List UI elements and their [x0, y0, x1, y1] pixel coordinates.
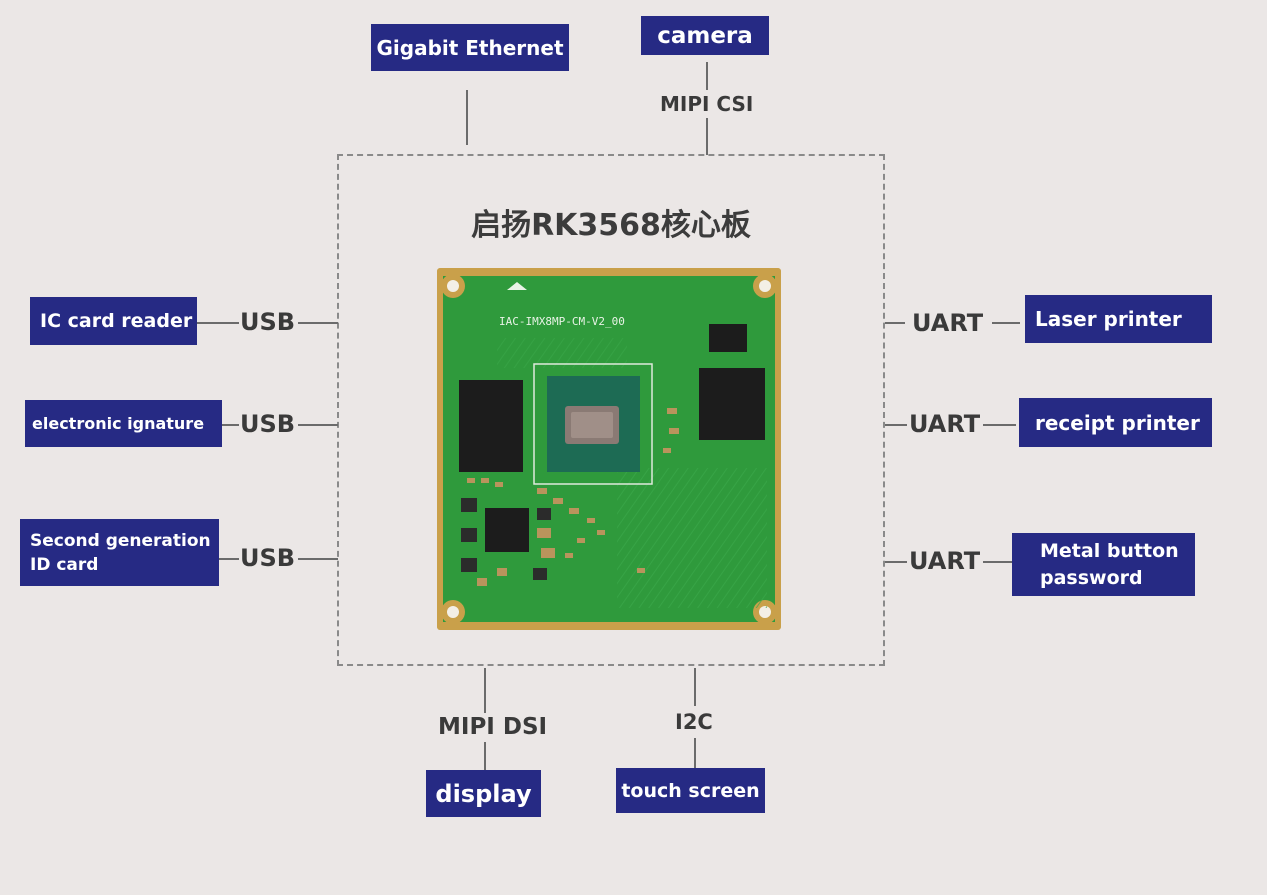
esig-connector-b [298, 424, 338, 426]
camera-box: camera [641, 16, 769, 55]
mipi-dsi-label: MIPI DSI [438, 714, 548, 740]
metal-button-box: Metal button password [1012, 533, 1195, 596]
laser-printer-box: Laser printer [1025, 295, 1212, 343]
id-card-box: Second generation ID card [20, 519, 219, 586]
touch-connector-lower [694, 738, 696, 768]
ethernet-connector [466, 90, 468, 145]
laser-printer-label: Laser printer [1035, 307, 1182, 331]
pmic-chip [485, 508, 529, 552]
id-card-line-2: ID card [30, 554, 99, 575]
gold-edge [437, 268, 781, 630]
display-connector-upper [484, 668, 486, 713]
electronic-signature-box: electronic ignature [25, 400, 222, 447]
receipt-connector-a [885, 424, 907, 426]
touch-screen-box: touch screen [616, 768, 765, 813]
display-connector-lower [484, 742, 486, 770]
touch-screen-label: touch screen [621, 779, 760, 802]
laser-connector-b [992, 322, 1020, 324]
pcb-silkscreen: IAC-IMX8MP-CM-V2_00 [499, 315, 625, 328]
camera-connector-lower [706, 118, 708, 155]
electronic-signature-label: electronic ignature [32, 414, 205, 433]
uart-label-3: UART [909, 547, 981, 575]
uart-label-1: UART [912, 309, 984, 337]
camera-connector-upper [706, 62, 708, 90]
receipt-printer-box: receipt printer [1019, 398, 1212, 447]
camera-label: camera [657, 22, 753, 49]
usb-label-1: USB [240, 308, 296, 336]
gigabit-ethernet-box: Gigabit Ethernet [371, 24, 569, 71]
soc-outline [533, 363, 653, 485]
id-card-line-1: Second generation [30, 530, 211, 551]
passives [467, 408, 679, 586]
ic-card-connector-b [298, 322, 338, 324]
black-caps [461, 498, 551, 580]
id-card-connector-a [219, 558, 239, 560]
core-board-frame [337, 154, 885, 666]
uart-label-2: UART [909, 410, 981, 438]
memory-chip-left [459, 380, 523, 472]
display-label: display [435, 779, 532, 808]
pcb-image: IAC-IMX8MP-CM-V2_00 [437, 268, 781, 630]
i2c-label: I2C [675, 710, 713, 734]
small-chip-top [709, 324, 747, 352]
receipt-printer-label: receipt printer [1035, 410, 1200, 435]
esig-connector-a [222, 424, 239, 426]
laser-connector-a [885, 322, 905, 324]
display-box: display [426, 770, 541, 817]
metal-button-line-2: password [1040, 566, 1143, 589]
usb-label-2: USB [240, 410, 296, 438]
usb-label-3: USB [240, 544, 296, 572]
board-title: 启扬RK3568核心板 [471, 208, 751, 243]
metal-button-connector-b [983, 561, 1013, 563]
ic-card-connector-a [197, 322, 239, 324]
touch-connector-upper [694, 668, 696, 706]
memory-chip-right [699, 368, 765, 440]
ic-card-reader-box: IC card reader [30, 297, 197, 345]
metal-button-line-1: Metal button [1040, 539, 1179, 562]
metal-button-text: Metal button password [1040, 538, 1179, 592]
id-card-connector-b [298, 558, 338, 560]
id-card-text: Second generation ID card [30, 529, 211, 577]
mipi-csi-label: MIPI CSI [660, 92, 754, 116]
gigabit-ethernet-label: Gigabit Ethernet [376, 35, 564, 60]
receipt-connector-b [983, 424, 1016, 426]
ic-card-reader-label: IC card reader [40, 310, 193, 332]
metal-button-connector-a [885, 561, 907, 563]
